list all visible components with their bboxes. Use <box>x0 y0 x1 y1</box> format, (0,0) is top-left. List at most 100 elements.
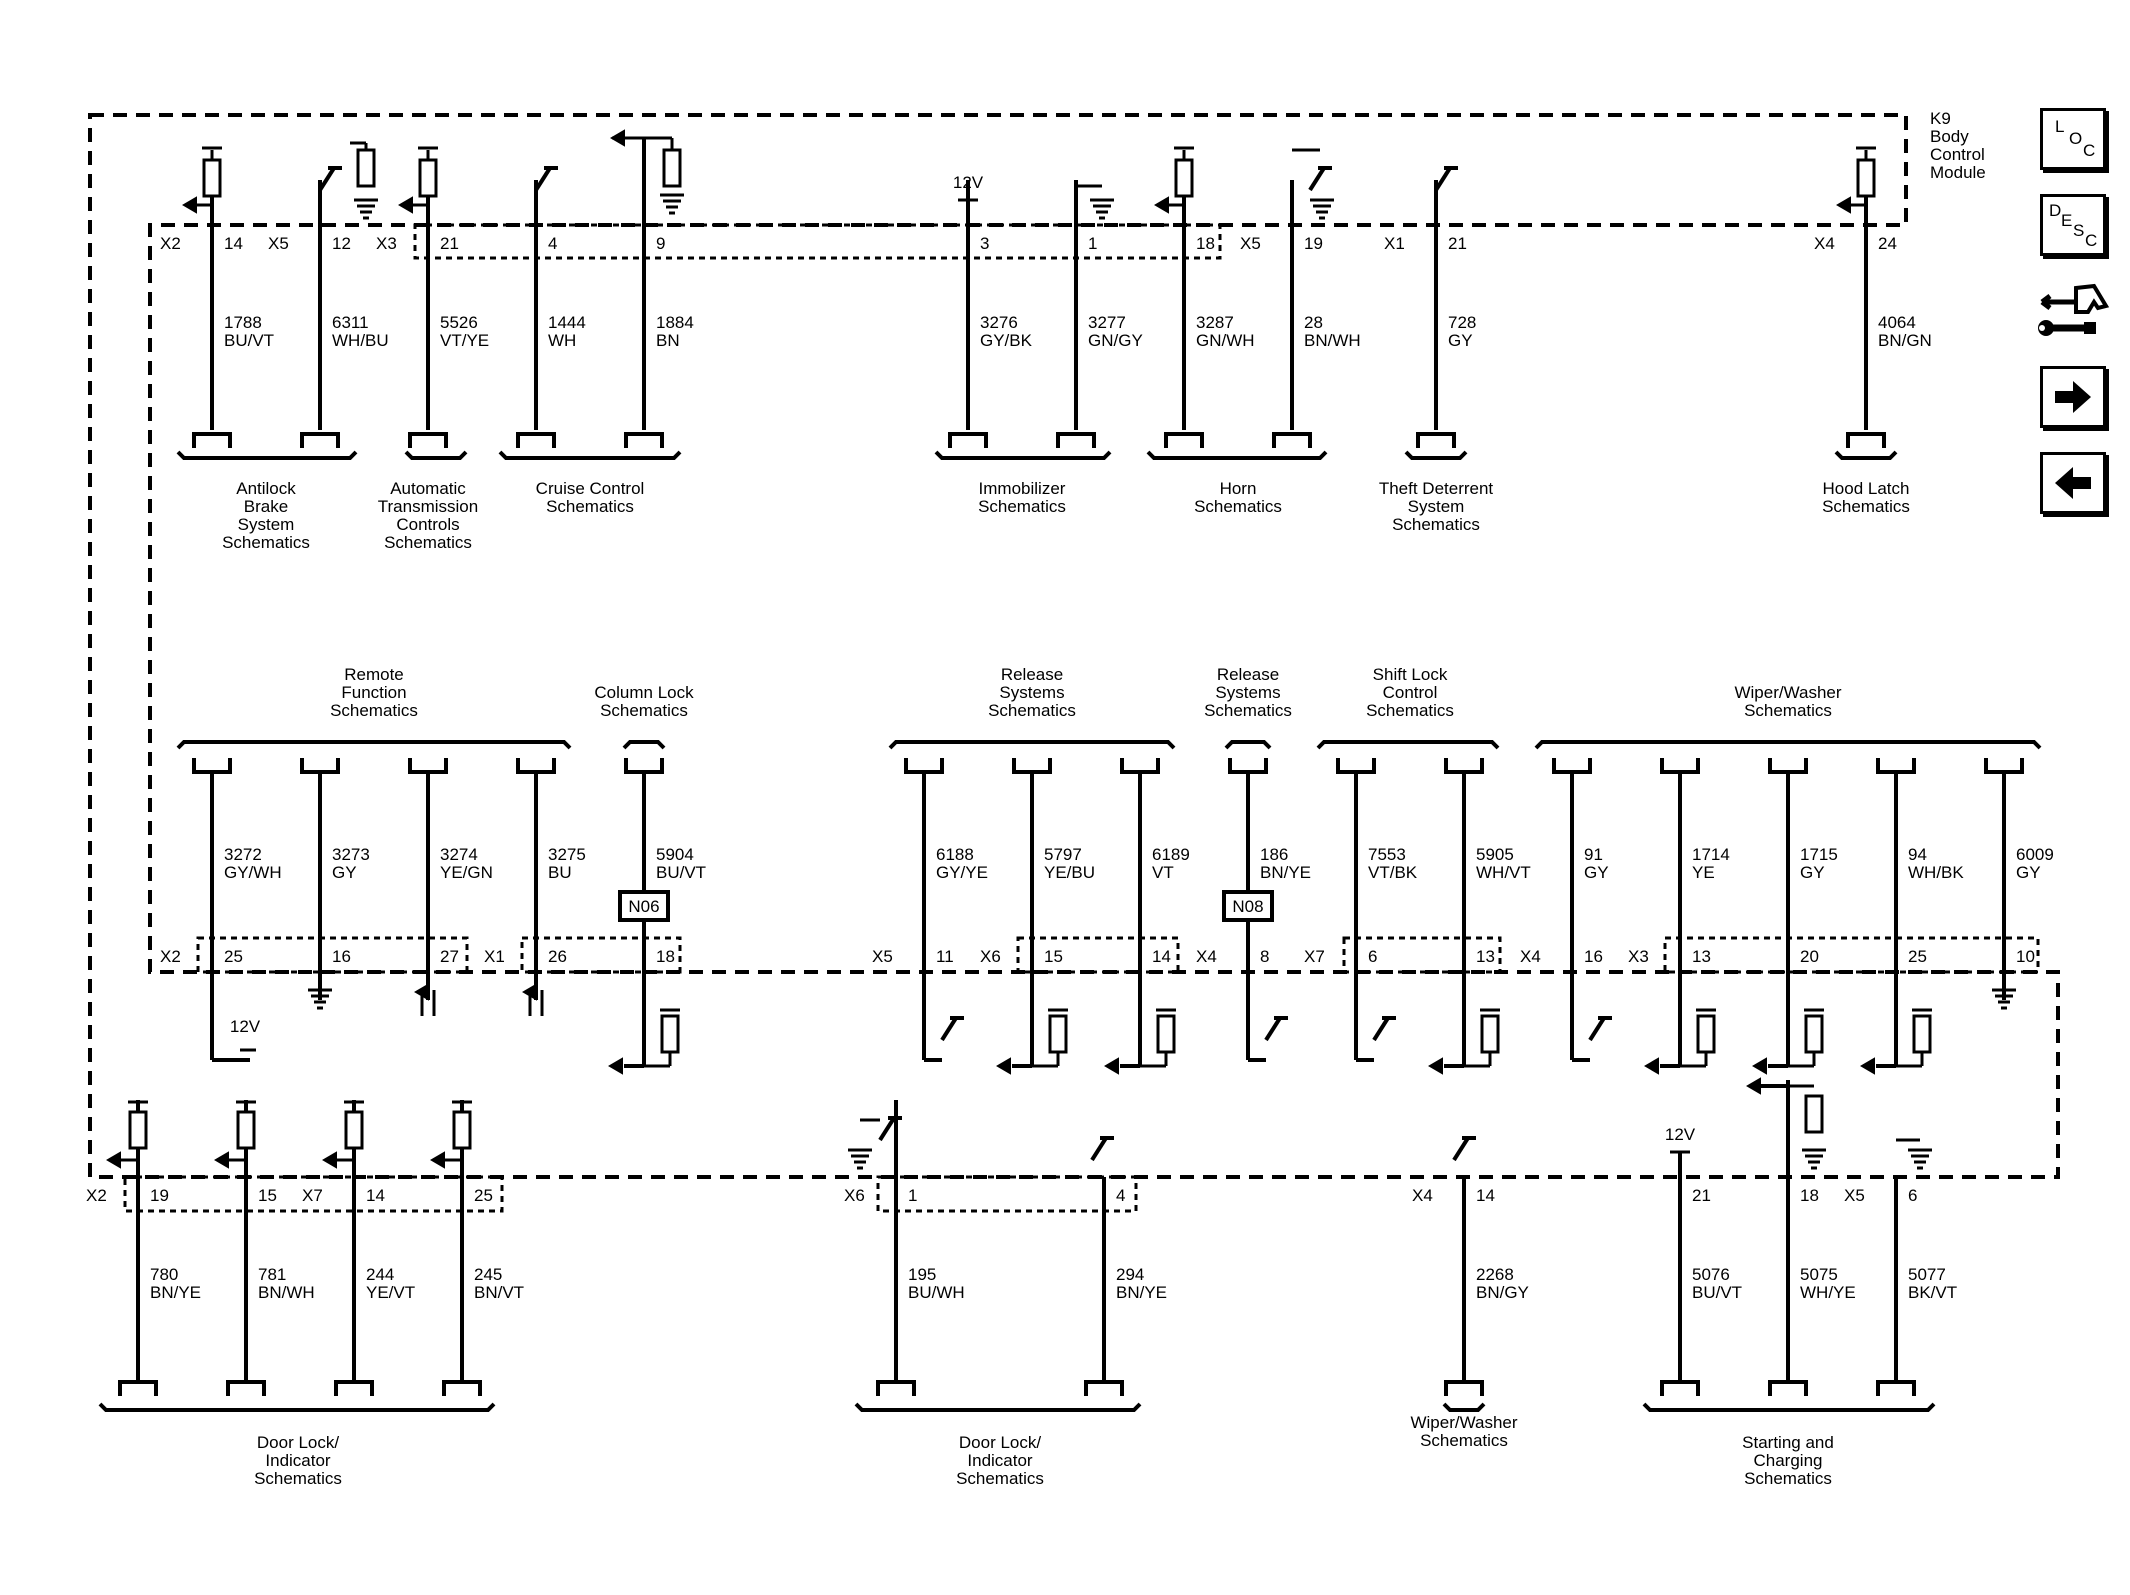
pin-number: 1 <box>1088 234 1097 253</box>
source-label: Release <box>1217 665 1279 684</box>
connector-id: X4 <box>1196 947 1217 966</box>
terminal <box>624 432 664 448</box>
connector-tool-button[interactable] <box>2036 278 2110 348</box>
source-label: Column Lock <box>594 683 694 702</box>
terminal <box>624 758 664 774</box>
wire-color: WH/BK <box>1908 863 1964 882</box>
pin-number: 12 <box>332 234 351 253</box>
fuse <box>660 1014 680 1054</box>
wire-color: BU/VT <box>224 331 274 350</box>
circuit-number: 28 <box>1304 313 1323 332</box>
terminal <box>192 758 232 774</box>
connector-box-x3-row2 <box>1663 936 2040 974</box>
module-boundary <box>88 113 2060 1179</box>
terminal <box>1984 758 2024 774</box>
source-label: Systems <box>1215 683 1280 702</box>
terminal <box>408 432 448 448</box>
arrow-left-icon <box>2055 467 2091 499</box>
pin-number: 14 <box>1476 1186 1495 1205</box>
source-label: Function <box>341 683 406 702</box>
circuit-number: 5904 <box>656 845 694 864</box>
terminal <box>1228 758 1268 774</box>
arrow-icon <box>1752 1057 1767 1075</box>
connector-id: X4 <box>1412 1186 1433 1205</box>
destination-label: System <box>238 515 295 534</box>
desc-button[interactable]: D E S C <box>2040 194 2106 256</box>
destination-label: Theft Deterrent <box>1379 479 1494 498</box>
connector-id: X2 <box>160 947 181 966</box>
switch-icon <box>940 1016 958 1042</box>
arrow-icon <box>610 129 625 147</box>
wire-color: GN/GY <box>1088 331 1143 350</box>
wire-color: VT/BK <box>1368 863 1418 882</box>
back-button[interactable] <box>2040 452 2106 514</box>
circuit-number: 94 <box>1908 845 1927 864</box>
connector-id: X2 <box>86 1186 107 1205</box>
destination-label: Schematics <box>956 1469 1044 1488</box>
wire-color: WH/YE <box>1800 1283 1856 1302</box>
loc-button[interactable]: L O C <box>2040 108 2106 170</box>
pin-number: 25 <box>224 947 243 966</box>
bracket <box>1316 740 1500 750</box>
terminal <box>1444 1380 1484 1396</box>
next-button[interactable] <box>2040 366 2106 428</box>
terminal <box>1120 758 1160 774</box>
destination-label: Indicator <box>265 1451 331 1470</box>
module-title: K9 Body Control Module <box>1930 110 1986 182</box>
bracket <box>404 450 468 460</box>
circuit-number: 780 <box>150 1265 178 1284</box>
fuse <box>1174 158 1194 198</box>
wire-color: GY <box>1448 331 1473 350</box>
pin-number: 25 <box>474 1186 493 1205</box>
pin-number: 21 <box>440 234 459 253</box>
terminal <box>408 758 448 774</box>
wire-color: WH/VT <box>1476 863 1531 882</box>
connector-box-x6-row3 <box>876 1175 1138 1213</box>
arrow-icon <box>1836 196 1851 214</box>
pin-number: 26 <box>548 947 567 966</box>
wire-color: GY <box>1800 863 1825 882</box>
circuit-number: 5077 <box>1908 1265 1946 1284</box>
bracket <box>176 450 358 460</box>
source-label: Wiper/Washer <box>1734 683 1841 702</box>
destination-label: Wiper/Washer <box>1410 1413 1517 1432</box>
circuit-number: 3274 <box>440 845 478 864</box>
terminal <box>876 1380 916 1396</box>
pin-number: 18 <box>1800 1186 1819 1205</box>
connector-id: X5 <box>268 234 289 253</box>
pin-number: 19 <box>1304 234 1323 253</box>
destination-label: Schematics <box>978 497 1066 516</box>
module-title-line: Body <box>1930 127 1969 146</box>
destination-label: Schematics <box>384 533 472 552</box>
switch-icon <box>1588 1016 1606 1042</box>
wire-color: GY <box>2016 863 2041 882</box>
pin-number: 21 <box>1448 234 1467 253</box>
circuit-number: 3275 <box>548 845 586 864</box>
terminal <box>226 1380 266 1396</box>
terminal <box>1272 432 1312 448</box>
terminal <box>904 758 944 774</box>
circuit-number: 5075 <box>1800 1265 1838 1284</box>
destination-label: Cruise Control <box>536 479 645 498</box>
bracket <box>176 740 572 750</box>
destination-label: Schematics <box>1822 497 1910 516</box>
circuit-number: 6311 <box>332 313 369 332</box>
module-outline <box>88 113 2060 1179</box>
destination-label: Schematics <box>1420 1431 1508 1450</box>
destination-label: Immobilizer <box>979 479 1066 498</box>
pin-number: 10 <box>2016 947 2035 966</box>
terminal <box>1876 1380 1916 1396</box>
connector-id: X7 <box>1304 947 1325 966</box>
destination-label: System <box>1408 497 1465 516</box>
circuit-symbols <box>98 129 2042 1412</box>
wire-color: BN/VT <box>474 1283 524 1302</box>
connector-id: X3 <box>376 234 397 253</box>
arrow-right-icon <box>2055 381 2091 413</box>
switch-icon <box>1452 1136 1470 1162</box>
pin-number: 13 <box>1476 947 1495 966</box>
source-label: Schematics <box>330 701 418 720</box>
circuit-number: 244 <box>366 1265 394 1284</box>
pin-number: 11 <box>936 947 954 966</box>
destination-label: Schematics <box>222 533 310 552</box>
